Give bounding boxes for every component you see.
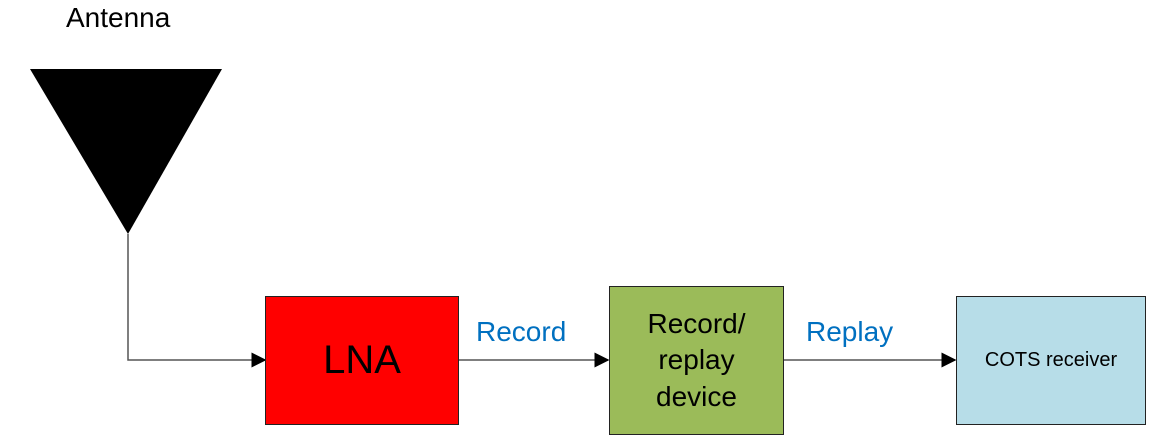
link-label-replay: Replay <box>806 316 894 347</box>
block-receiver: COTS receiver <box>956 296 1146 425</box>
block-lna-label: LNA <box>323 338 401 382</box>
block-recorder-label: Record/ replay device <box>647 307 746 412</box>
block-receiver-label: COTS receiver <box>984 349 1118 371</box>
block-lna: LNA <box>265 296 459 425</box>
link-label-record: Record <box>476 316 567 347</box>
antenna-label: Antenna <box>66 2 171 33</box>
block-recorder: Record/ replay device <box>609 286 784 435</box>
antenna-icon <box>30 69 222 234</box>
link-antenna-lna <box>127 234 267 368</box>
